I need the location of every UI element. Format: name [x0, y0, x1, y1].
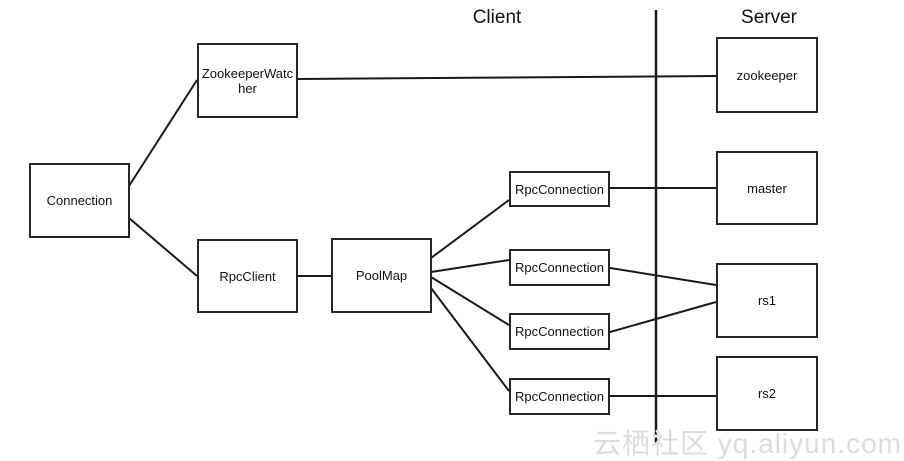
- edge-zookeeper-watcher-to-zookeeper: [297, 75, 717, 80]
- node-label: rs1: [757, 293, 777, 308]
- edge-pool-map-to-rpc-connection-3: [430, 276, 510, 326]
- node-label: RpcConnection: [515, 181, 604, 197]
- node-rs1: rs1: [716, 263, 818, 338]
- node-label: Connection: [46, 193, 113, 208]
- node-label: RpcConnection: [515, 389, 604, 404]
- node-label: rs2: [757, 386, 777, 401]
- edge-pool-map-to-rpc-connection-1: [430, 199, 510, 259]
- node-rpc-connection-3: RpcConnection: [509, 313, 610, 350]
- node-label: PoolMap: [355, 268, 408, 283]
- node-zookeeper: zookeeper: [716, 37, 818, 113]
- node-master: master: [716, 151, 818, 225]
- node-rpc-client: RpcClient: [197, 239, 298, 313]
- edge-rpc-connection-2-to-rs1: [609, 267, 717, 286]
- node-pool-map: PoolMap: [331, 238, 432, 313]
- edge-connection-to-zookeeper-watcher: [128, 79, 198, 187]
- node-label: master: [747, 180, 787, 196]
- node-label: ZookeeperWatcher: [201, 65, 294, 96]
- node-rpc-connection-2: RpcConnection: [509, 249, 610, 286]
- node-label: RpcConnection: [515, 324, 604, 339]
- node-zookeeper-watcher: ZookeeperWatcher: [197, 43, 298, 118]
- edge-rpc-connection-3-to-rs1: [609, 301, 717, 333]
- node-label: RpcConnection: [515, 260, 604, 275]
- edge-pool-map-to-rpc-connection-2: [430, 259, 510, 273]
- node-rpc-connection-1: RpcConnection: [509, 171, 610, 207]
- node-label: zookeeper: [736, 67, 798, 83]
- edge-pool-map-to-rpc-connection-4: [430, 287, 510, 392]
- edge-connection-to-rpc-client: [128, 217, 198, 277]
- node-rpc-connection-4: RpcConnection: [509, 378, 610, 415]
- section-label-client: Client: [472, 7, 522, 28]
- node-label: RpcClient: [219, 268, 276, 284]
- watermark: 云栖社区 yq.aliyun.com: [593, 428, 902, 459]
- section-label-server: Server: [741, 7, 797, 28]
- node-connection: Connection: [29, 163, 130, 238]
- node-rs2: rs2: [716, 356, 818, 431]
